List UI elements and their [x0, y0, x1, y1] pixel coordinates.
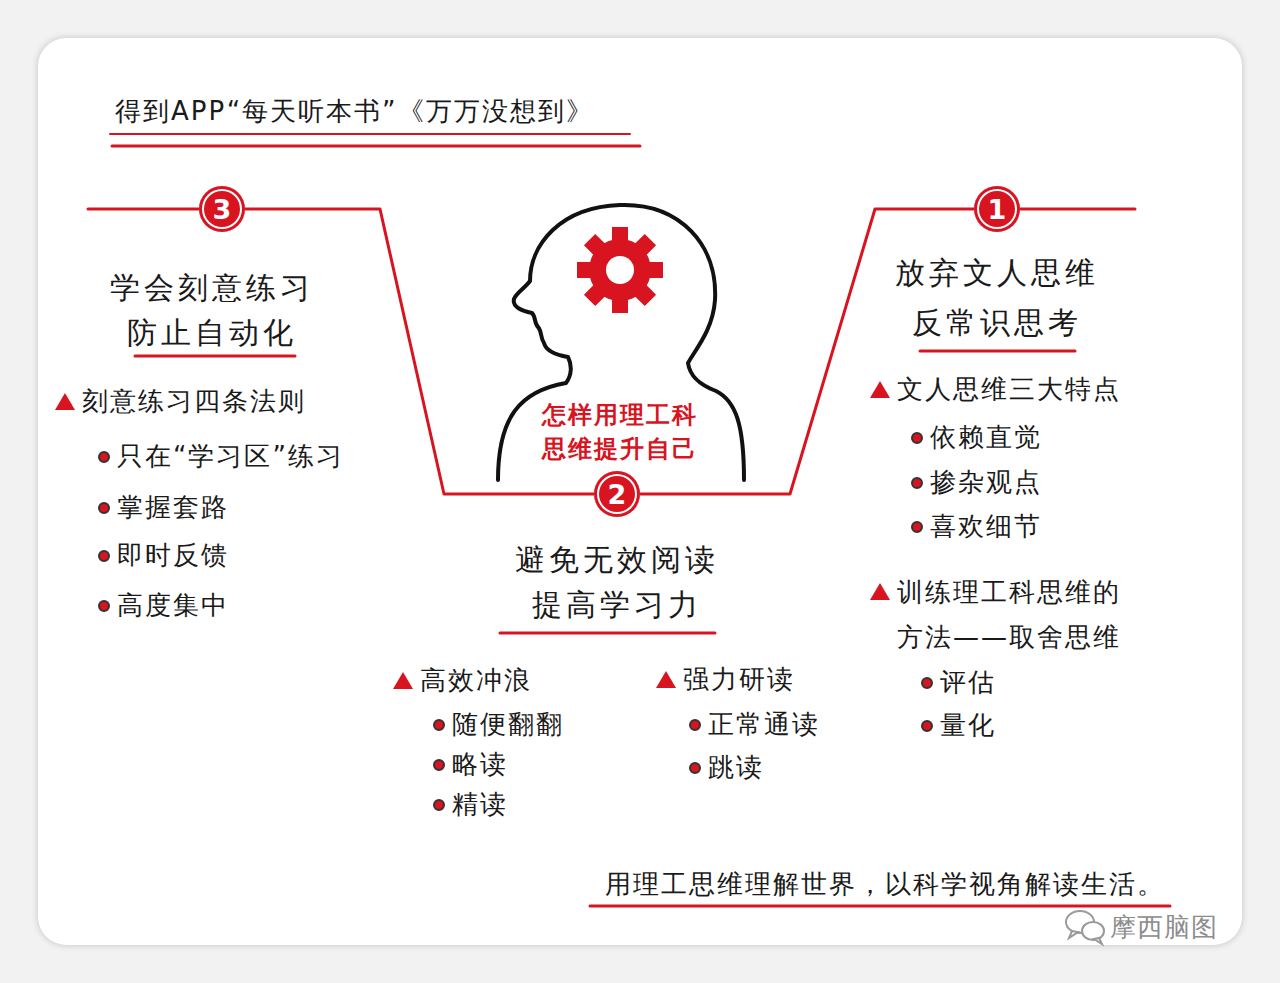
category-label: 高效冲浪: [420, 665, 532, 696]
section-heading: 反常识思考: [912, 305, 1082, 341]
section-heading: 提高学习力: [532, 587, 702, 623]
list-item: 喜欢细节: [930, 511, 1042, 542]
card-frame: [38, 38, 1242, 945]
list-item: 掺杂观点: [930, 467, 1042, 498]
list-item: 掌握套路: [117, 492, 229, 523]
caption-text: 用理工思维理解世界，以科学视角解读生活。: [605, 869, 1165, 900]
path-line: [1019, 208, 1135, 211]
head-silhouette-node: 怎样用理工科 思维提升自己: [490, 195, 750, 485]
number-circle: 2: [594, 471, 640, 517]
section-heading: 避免无效阅读: [515, 542, 719, 578]
callout-number: 2: [608, 481, 627, 508]
list-item: 高度集中: [117, 590, 229, 621]
wechat-icon: [1066, 911, 1104, 944]
watermark: 摩西脑图: [1110, 912, 1218, 943]
list-item: 量化: [940, 710, 996, 741]
number-circle: 3: [199, 186, 245, 232]
list-item: 评估: [940, 667, 996, 698]
category-label: 强力研读: [683, 664, 795, 695]
title-text: 得到APP“每天听本书”《万万没想到》: [115, 96, 594, 127]
list-item: 随便翻翻: [452, 709, 564, 740]
section-heading: 放弃文人思维: [895, 255, 1099, 291]
callout-number: 1: [988, 196, 1007, 223]
category-label: 刻意练习四条法则: [82, 386, 306, 417]
list-item: 精读: [452, 789, 508, 820]
list-item: 即时反馈: [117, 540, 229, 571]
list-item: 正常通读: [708, 709, 820, 740]
number-circle: 1: [974, 186, 1020, 232]
list-item: 略读: [452, 749, 508, 780]
category-label: 训练理工科思维的方法——取舍思维: [897, 570, 1137, 660]
list-item: 依赖直觉: [930, 422, 1042, 453]
heading-underline: [135, 355, 295, 358]
callout-number: 3: [213, 196, 232, 223]
section-heading: 学会刻意练习: [110, 270, 314, 306]
title-underline: [110, 133, 630, 135]
list-item: 跳读: [708, 752, 764, 783]
list-item: 只在“学习区”练习: [117, 441, 344, 472]
heading-underline: [920, 350, 1075, 353]
heading-underline: [500, 632, 715, 635]
section-heading: 防止自动化: [127, 315, 297, 351]
title-underline: [112, 145, 640, 148]
path-line: [88, 208, 200, 211]
category-label: 文人思维三大特点: [897, 374, 1121, 405]
center-question: 怎样用理工科 思维提升自己: [535, 398, 705, 466]
caption-underline: [590, 905, 1170, 908]
